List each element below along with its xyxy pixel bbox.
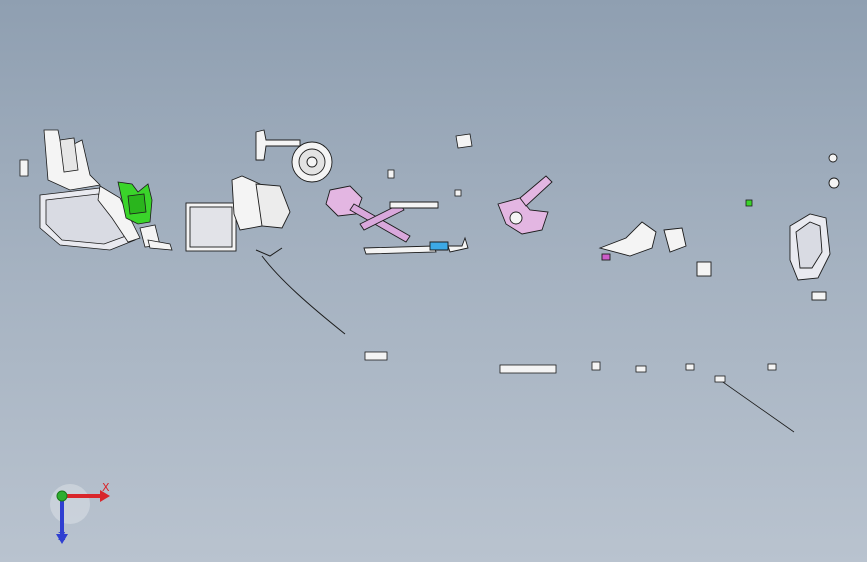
window-regulator-left[interactable] [325,185,469,255]
z-axis-label: Z [58,530,66,543]
door-lock-assembly[interactable] [598,221,712,277]
tail-lamp-assembly[interactable] [789,153,840,301]
lower-small-parts[interactable] [364,351,777,383]
coordinate-triad: X Z [44,480,124,550]
green-bracket-part[interactable] [117,181,153,225]
window-regulator-right[interactable] [497,175,553,235]
headlamp-assembly[interactable] [19,129,173,251]
module-box[interactable] [185,175,291,252]
speaker-part[interactable] [255,129,333,183]
misc-floaters[interactable] [387,133,753,207]
x-axis-label: X [102,481,110,494]
cable-right [719,379,795,433]
cable-left [255,247,346,335]
